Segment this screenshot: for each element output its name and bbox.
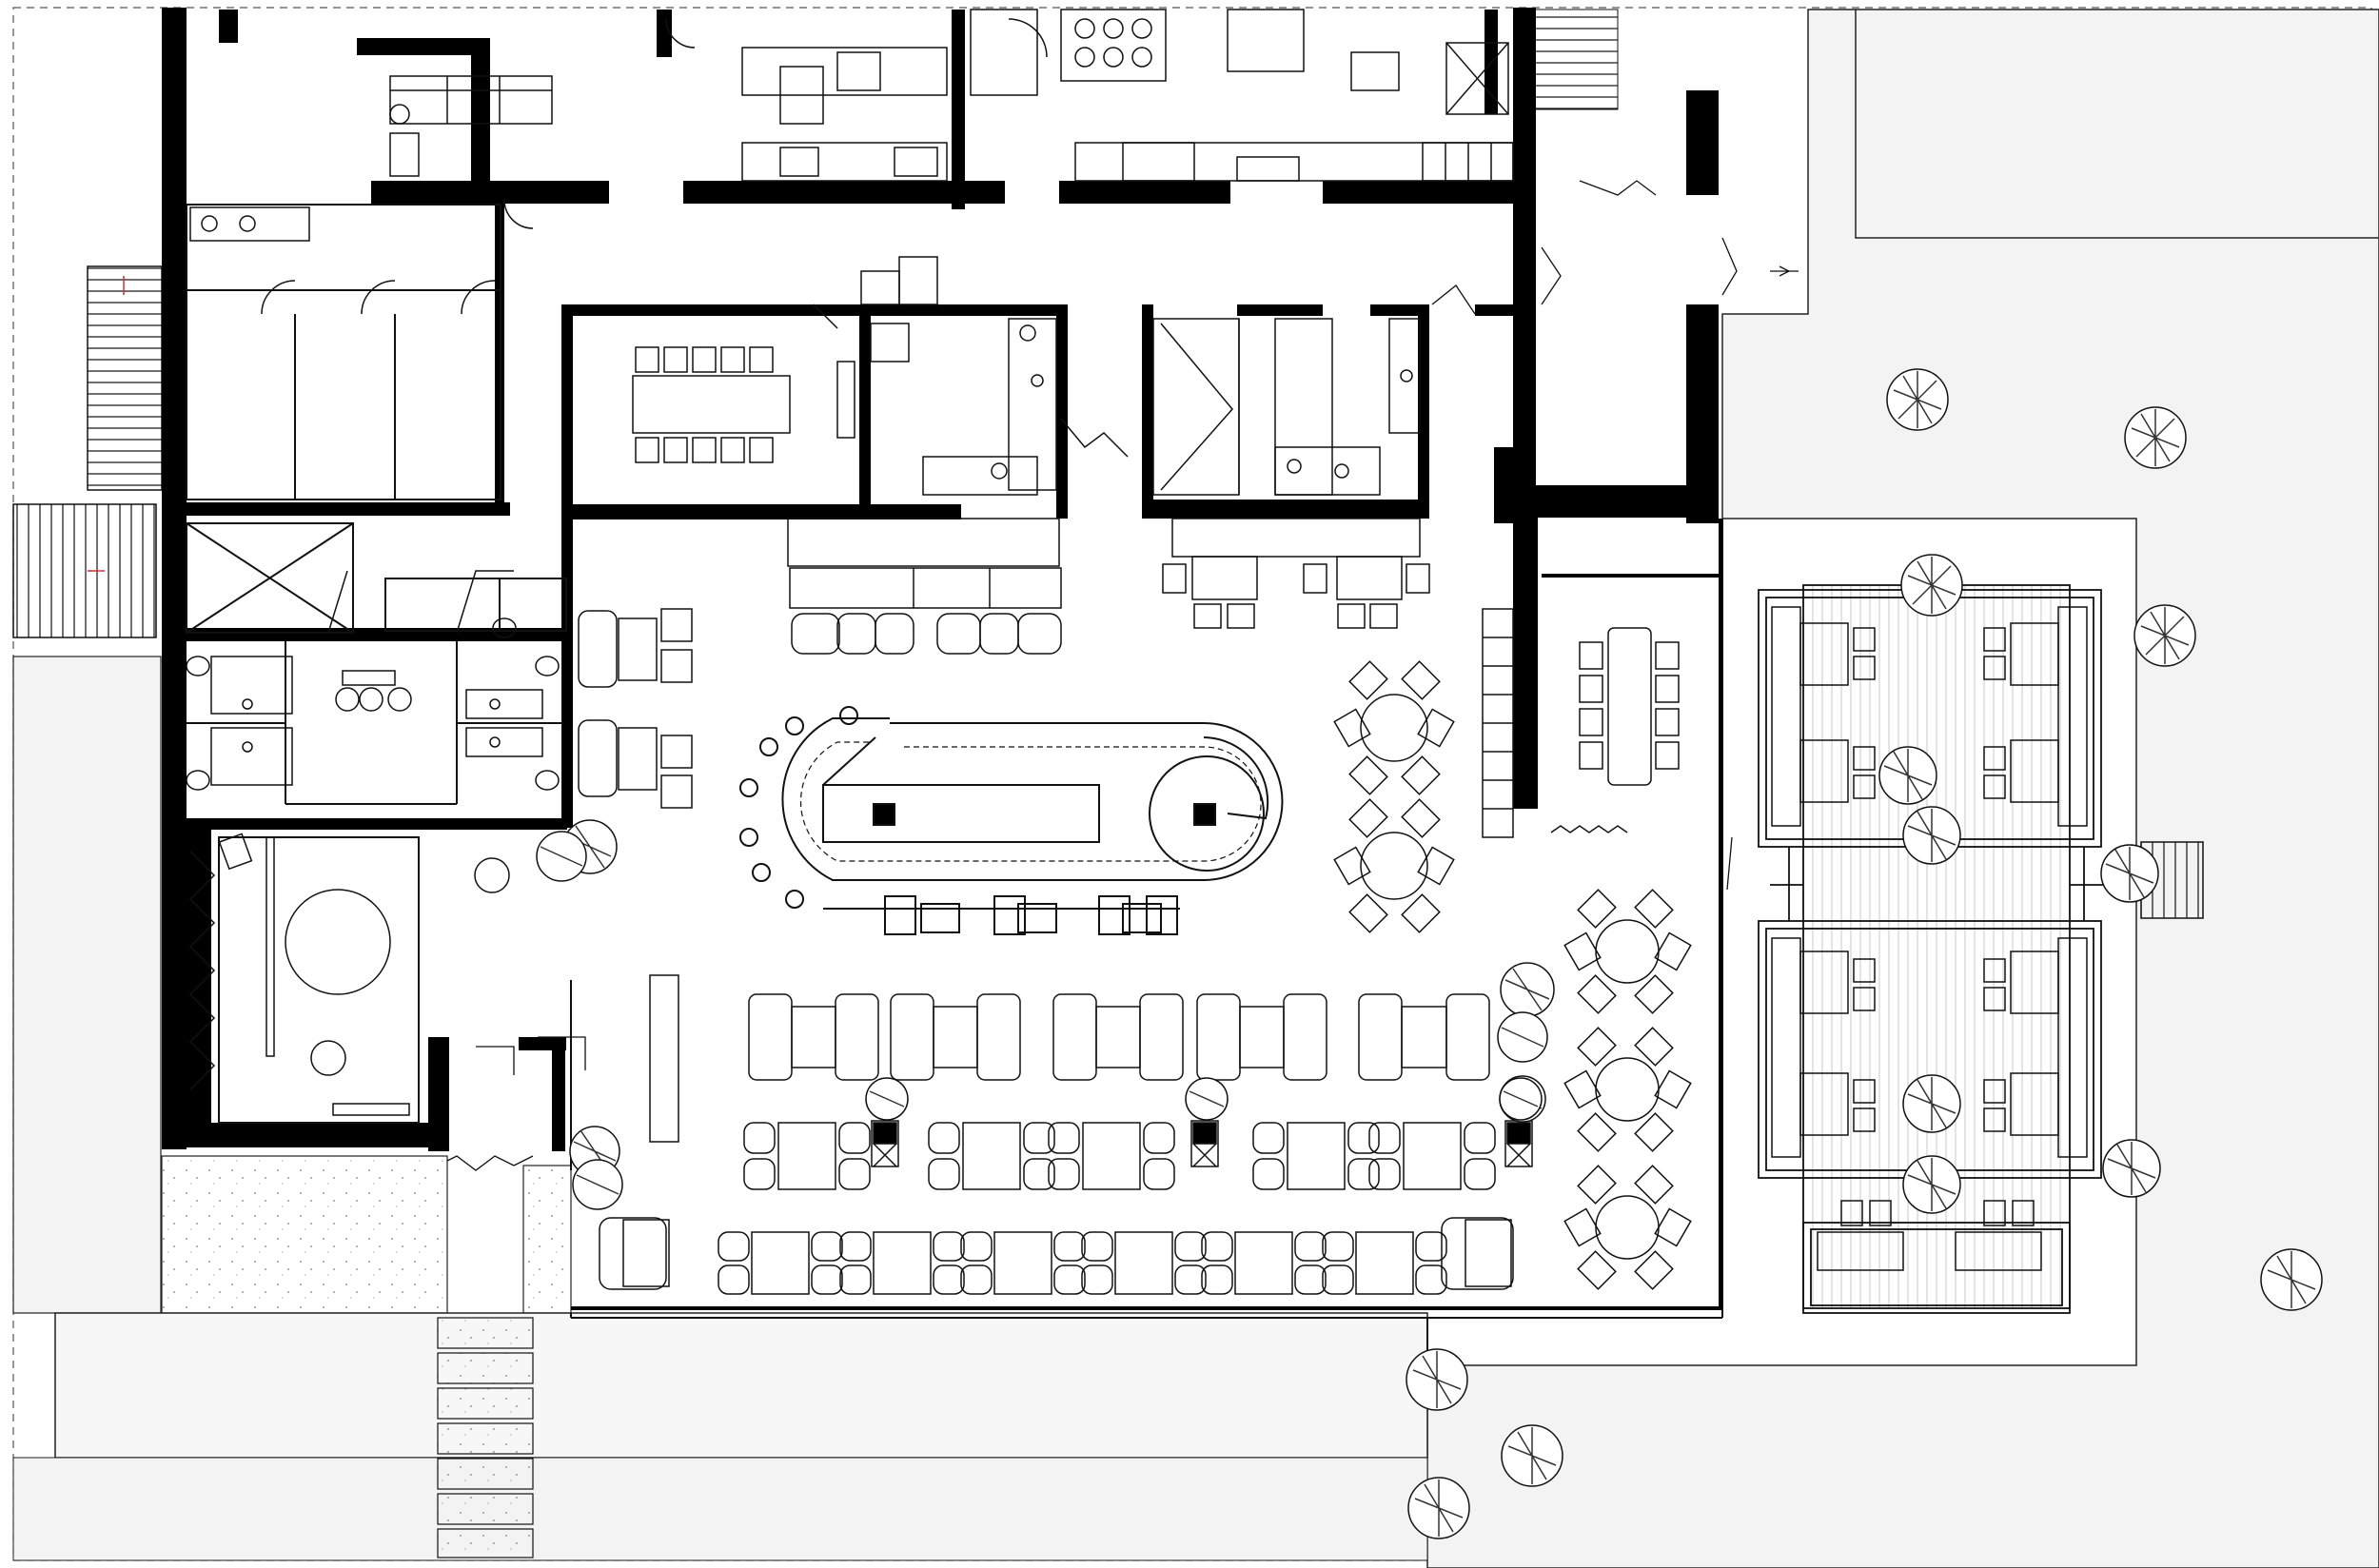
top-right-tables <box>1162 556 1430 629</box>
tree <box>1501 1424 1563 1487</box>
tree <box>1886 368 1949 431</box>
tree <box>536 831 587 882</box>
round-tables-center <box>1333 660 1455 933</box>
tree <box>1902 1074 1961 1133</box>
tree <box>1185 1077 1229 1121</box>
west-stairs <box>12 265 163 638</box>
tree <box>2102 1139 2161 1198</box>
tree <box>2124 406 2187 469</box>
kitchen <box>665 9 1514 182</box>
staff-area <box>189 75 553 315</box>
standing-table <box>649 974 679 1143</box>
meeting-room <box>632 304 855 463</box>
wc-block <box>186 570 560 791</box>
partitions <box>186 204 1723 1365</box>
tree <box>2133 604 2196 667</box>
door-swings <box>446 180 1799 1171</box>
terrace-booths <box>1771 606 2088 1271</box>
tree <box>572 1159 623 1210</box>
mid-kitchen <box>1152 318 1421 558</box>
round-tables-east <box>1563 889 1692 1290</box>
tree <box>2100 844 2159 903</box>
back-office <box>860 256 1129 496</box>
trees <box>536 368 2323 1539</box>
stepping-stones <box>437 1317 534 1558</box>
building-walls <box>162 8 1719 1151</box>
tree <box>1407 1477 1470 1539</box>
tree <box>865 1077 909 1121</box>
right-bench-area <box>1482 608 1680 838</box>
central-bar <box>739 706 1284 935</box>
table-row-2 <box>743 1120 1533 1190</box>
tree <box>1499 1077 1543 1121</box>
booth-row-1 <box>748 993 1490 1081</box>
tree <box>1500 962 1555 1017</box>
tree <box>1406 1348 1468 1411</box>
counter-top <box>787 518 1062 655</box>
tree <box>2260 1248 2323 1311</box>
tree <box>1900 554 1963 617</box>
tree <box>1902 806 1961 865</box>
left-four-tops <box>578 608 693 809</box>
tree <box>1902 1155 1961 1214</box>
table-row-3 <box>599 1217 1514 1295</box>
tree <box>1878 746 1937 805</box>
lounge-room <box>188 833 510 1116</box>
tree <box>1497 1011 1548 1063</box>
glazing <box>571 519 1722 1310</box>
